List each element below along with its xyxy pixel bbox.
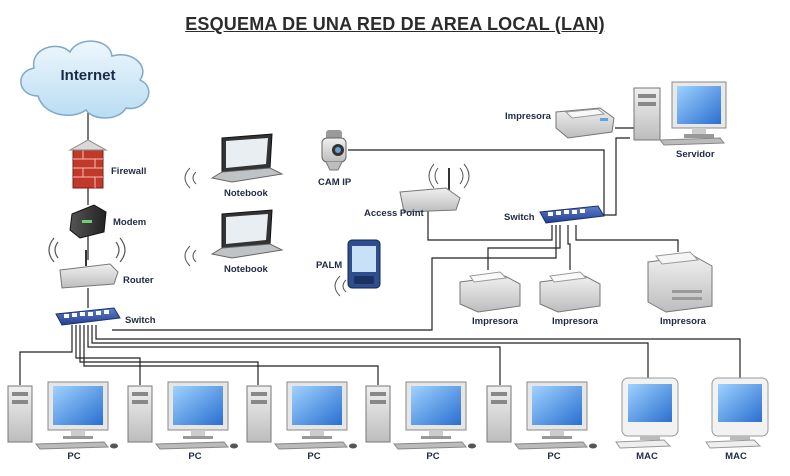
cable-switch-printer3 bbox=[575, 225, 679, 252]
main-switch-icon bbox=[55, 307, 121, 326]
printer-2-label: Impresora bbox=[552, 316, 598, 327]
access-point-icon bbox=[399, 163, 470, 213]
cable-switch-camip bbox=[348, 149, 605, 216]
notebook-2-label: Notebook bbox=[224, 264, 268, 275]
mac-1-label: MAC bbox=[636, 451, 658, 462]
cable-switch-accesspoint bbox=[427, 210, 553, 241]
cable-switch-mac1 bbox=[91, 325, 649, 378]
pc-1-label: PC bbox=[67, 451, 81, 462]
printer-3-icon bbox=[647, 251, 713, 313]
internet-label: Internet bbox=[60, 67, 116, 84]
pc-1-icon bbox=[7, 381, 118, 450]
switch-main-label: Switch bbox=[125, 315, 156, 326]
pc-5-icon bbox=[486, 381, 597, 450]
pc-2-icon bbox=[127, 381, 238, 450]
cable-switch-pc4 bbox=[83, 325, 379, 385]
mac-1-icon bbox=[615, 377, 679, 449]
printer-1-icon bbox=[459, 271, 521, 313]
firewall-label: Firewall bbox=[111, 166, 147, 177]
switch-right-label: Switch bbox=[504, 212, 535, 223]
diagram-title: ESQUEMA DE UNA RED DE AREA LOCAL (LAN) bbox=[185, 14, 605, 34]
cable-switch-pc2 bbox=[75, 325, 141, 385]
modem-icon bbox=[69, 204, 107, 239]
printer-top-label: Impresora bbox=[505, 111, 551, 122]
pc-4-label: PC bbox=[426, 451, 440, 462]
printer-1-label: Impresora bbox=[472, 316, 518, 327]
pc-4-icon bbox=[365, 381, 476, 450]
router-label: Router bbox=[123, 275, 154, 286]
notebook-2-icon bbox=[184, 209, 284, 267]
mac-2-icon bbox=[705, 377, 769, 449]
right-switch-icon bbox=[539, 205, 605, 224]
server-monitor-icon bbox=[658, 81, 727, 146]
cable-switch-printer2 bbox=[567, 225, 571, 270]
printer-2-icon bbox=[539, 271, 601, 313]
server-label: Servidor bbox=[676, 149, 715, 160]
pc-5-label: PC bbox=[547, 451, 561, 462]
modem-label: Modem bbox=[113, 217, 147, 228]
pc-3-icon bbox=[246, 381, 357, 450]
cables bbox=[19, 112, 741, 385]
cable-switch-server bbox=[604, 137, 630, 216]
printer-top-icon bbox=[555, 107, 615, 139]
printer-3-label: Impresora bbox=[660, 316, 706, 327]
cable-switch-mac2 bbox=[95, 325, 741, 378]
cam-ip-label: CAM IP bbox=[318, 177, 352, 188]
cable-switch-pc3 bbox=[79, 325, 259, 385]
cable-switch-printer1 bbox=[487, 225, 561, 270]
notebook-1-label: Notebook bbox=[224, 188, 268, 199]
cable-switch-pc1 bbox=[19, 325, 73, 385]
server-tower-icon bbox=[633, 87, 661, 141]
palm-icon bbox=[334, 239, 381, 297]
cable-switch-pc5 bbox=[87, 325, 501, 385]
palm-label: PALM bbox=[316, 260, 343, 271]
mac-2-label: MAC bbox=[725, 451, 747, 462]
notebook-1-icon bbox=[184, 133, 284, 189]
access-point-label: Access Point bbox=[364, 208, 424, 219]
pc-2-label: PC bbox=[188, 451, 202, 462]
firewall-icon bbox=[68, 139, 108, 189]
router-icon bbox=[48, 237, 126, 289]
internet-cloud-icon bbox=[20, 40, 150, 119]
cable-switch-switch bbox=[112, 225, 557, 331]
pc-3-label: PC bbox=[307, 451, 321, 462]
cam-ip-icon bbox=[321, 130, 347, 171]
